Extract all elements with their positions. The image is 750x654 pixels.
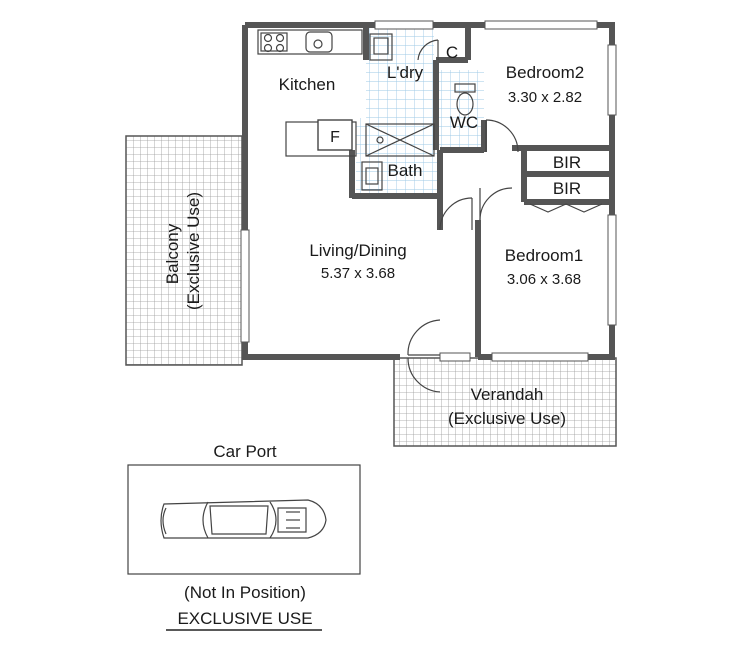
laundry-label: L'dry: [387, 63, 424, 82]
living-size: 5.37 x 3.68: [321, 265, 395, 282]
fridge-label: F: [330, 129, 340, 146]
wc-tile: [438, 70, 484, 152]
bath-fixtures: [361, 123, 435, 191]
bir-top-label: BIR: [553, 153, 581, 172]
balcony-note: (Exclusive Use): [184, 192, 203, 310]
verandah-area: Verandah (Exclusive Use): [393, 357, 617, 447]
balcony-label: Balcony: [163, 223, 182, 284]
carport-note: (Not In Position): [184, 583, 306, 602]
bath-tile: [356, 118, 440, 198]
car-icon: [160, 499, 327, 539]
verandah-label: Verandah: [471, 385, 544, 404]
wc-fixtures: [454, 83, 519, 153]
wc-label: WC: [450, 113, 478, 132]
kitchen-bench: [257, 29, 363, 157]
kitchen-label: Kitchen: [279, 75, 336, 94]
bath-label: Bath: [388, 161, 423, 180]
laundry-tile: [366, 28, 434, 120]
cupboard-label: C: [446, 43, 458, 62]
fridge: F: [317, 119, 353, 151]
carport: Car Port (Not In Position) EXCLUSIVE USE: [127, 442, 361, 631]
bedroom2-size: 3.30 x 2.82: [508, 89, 582, 106]
bedroom1-label: Bedroom1: [505, 246, 583, 265]
living-label: Living/Dining: [309, 241, 406, 260]
laundry-fixtures: [369, 33, 439, 61]
carport-title: Car Port: [213, 442, 277, 461]
balcony-area: Balcony (Exclusive Use): [125, 135, 243, 366]
bir-bottom-label: BIR: [553, 179, 581, 198]
bedroom1-size: 3.06 x 3.68: [507, 271, 581, 288]
carport-usage: EXCLUSIVE USE: [177, 609, 312, 628]
bedroom2-label: Bedroom2: [506, 63, 584, 82]
windows: [240, 20, 617, 362]
doors: [407, 187, 603, 393]
verandah-note: (Exclusive Use): [448, 409, 566, 428]
